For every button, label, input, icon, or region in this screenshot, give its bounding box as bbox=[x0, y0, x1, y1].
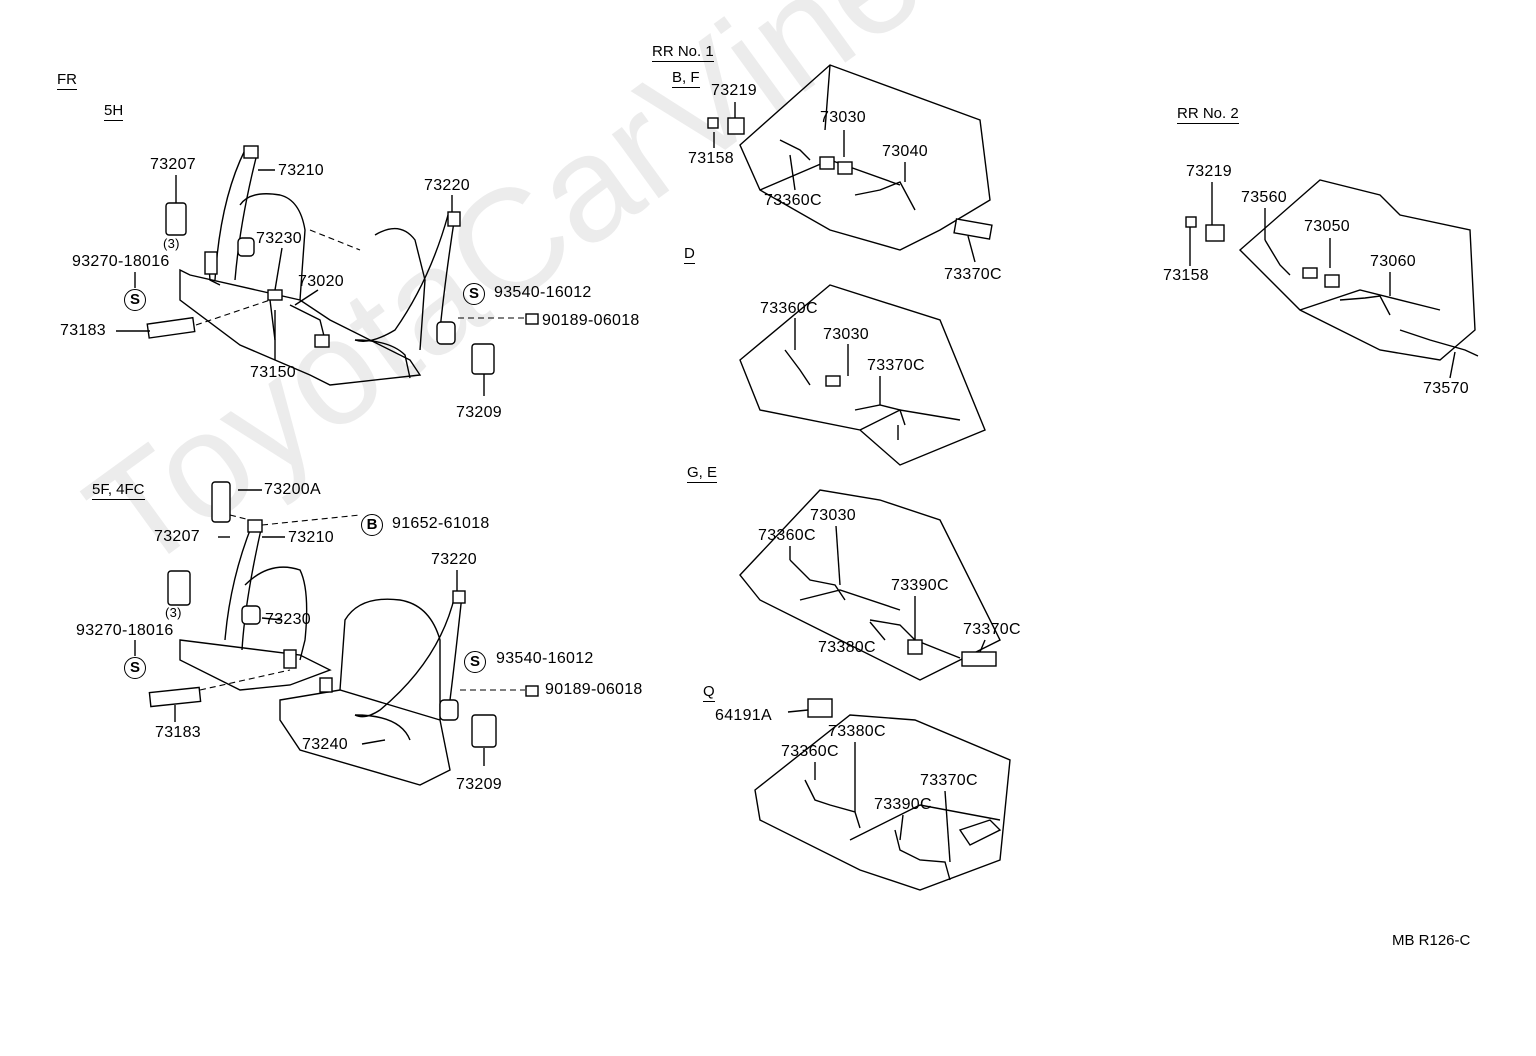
section-d: D bbox=[684, 245, 695, 264]
part-73370c-d: 73370C bbox=[867, 357, 925, 374]
part-73020-5h: 73020 bbox=[298, 273, 344, 290]
part-73220-5h: 73220 bbox=[424, 177, 470, 194]
part-73183-5h: 73183 bbox=[60, 322, 106, 339]
part-73183-5f: 73183 bbox=[155, 724, 201, 741]
part-73360c-d: 73360C bbox=[760, 300, 818, 317]
part-73210-5h: 73210 bbox=[278, 162, 324, 179]
part-73209-5h: 73209 bbox=[456, 404, 502, 421]
part-73360c-ge: 73360C bbox=[758, 527, 816, 544]
section-ge: G, E bbox=[687, 464, 718, 483]
part-93270-18016-5h: 93270-18016 bbox=[72, 253, 170, 270]
part-73209-5f: 73209 bbox=[456, 776, 502, 793]
part-73210-5f: 73210 bbox=[288, 529, 334, 546]
part-73158-bf: 73158 bbox=[688, 150, 734, 167]
fr-5f-4fc-assembly bbox=[148, 481, 539, 786]
part-90189-06018-5f: 90189-06018 bbox=[545, 681, 643, 698]
part-73158-rr2: 73158 bbox=[1163, 267, 1209, 284]
part-73060-rr2: 73060 bbox=[1370, 253, 1416, 270]
rr1-bf-assembly bbox=[707, 64, 993, 251]
part-73560-rr2: 73560 bbox=[1241, 189, 1287, 206]
figure-code: MB R126-C bbox=[1392, 932, 1471, 949]
qty-3-5h: (3) bbox=[163, 236, 180, 251]
symbol-b-5f: B bbox=[361, 514, 383, 536]
part-90189-06018-5h: 90189-06018 bbox=[542, 312, 640, 329]
part-73570-rr2: 73570 bbox=[1423, 380, 1469, 397]
part-73230-5h: 73230 bbox=[256, 230, 302, 247]
part-73370c-bf: 73370C bbox=[944, 266, 1002, 283]
section-bf: B, F bbox=[672, 69, 700, 88]
part-73207-5f: 73207 bbox=[154, 528, 200, 545]
part-73200a-5f: 73200A bbox=[264, 481, 321, 498]
part-73390c-ge: 73390C bbox=[891, 577, 949, 594]
part-73220-5f: 73220 bbox=[431, 551, 477, 568]
part-73030-d: 73030 bbox=[823, 326, 869, 343]
part-73380c-ge: 73380C bbox=[818, 639, 876, 656]
part-93540-16012-5f: 93540-16012 bbox=[496, 650, 594, 667]
part-73380c-q: 73380C bbox=[828, 723, 886, 740]
rr1-ge-assembly bbox=[739, 489, 1001, 681]
part-73360c-bf: 73360C bbox=[764, 192, 822, 209]
part-91652-61018-5f: 91652-61018 bbox=[392, 515, 490, 532]
leader-lines bbox=[116, 102, 1456, 863]
part-64191a-q: 64191A bbox=[715, 707, 772, 724]
section-rr-no1: RR No. 1 bbox=[652, 43, 714, 62]
symbol-s-5h-left: S bbox=[124, 289, 146, 311]
part-73040-bf: 73040 bbox=[882, 143, 928, 160]
section-5f-4fc: 5F, 4FC bbox=[92, 481, 145, 500]
part-73030-bf: 73030 bbox=[820, 109, 866, 126]
part-73030-ge: 73030 bbox=[810, 507, 856, 524]
symbol-s-5h-right: S bbox=[463, 283, 485, 305]
section-q: Q bbox=[703, 683, 715, 702]
fr-5h-assembly bbox=[146, 145, 539, 386]
symbol-s-5f-left: S bbox=[124, 657, 146, 679]
part-73219-rr2: 73219 bbox=[1186, 163, 1232, 180]
rr1-d-assembly bbox=[739, 284, 986, 466]
part-93270-18016-5f: 93270-18016 bbox=[76, 622, 174, 639]
part-73207-5h: 73207 bbox=[150, 156, 196, 173]
rr1-q-assembly bbox=[754, 698, 1011, 891]
part-73050-rr2: 73050 bbox=[1304, 218, 1350, 235]
section-rr-no2: RR No. 2 bbox=[1177, 105, 1239, 124]
part-73240-5f: 73240 bbox=[302, 736, 348, 753]
symbol-s-5f-right: S bbox=[464, 651, 486, 673]
part-73150-5h: 73150 bbox=[250, 364, 296, 381]
qty-3-5f: (3) bbox=[165, 605, 182, 620]
part-73370c-q: 73370C bbox=[920, 772, 978, 789]
part-73360c-q: 73360C bbox=[781, 743, 839, 760]
section-fr: FR bbox=[57, 71, 77, 90]
part-73219-bf: 73219 bbox=[711, 82, 757, 99]
part-93540-16012-5h: 93540-16012 bbox=[494, 284, 592, 301]
part-73390c-q: 73390C bbox=[874, 796, 932, 813]
part-73370c-ge: 73370C bbox=[963, 621, 1021, 638]
part-73230-5f: 73230 bbox=[265, 611, 311, 628]
rr2-assembly bbox=[1185, 179, 1479, 361]
section-5h: 5H bbox=[104, 102, 124, 121]
